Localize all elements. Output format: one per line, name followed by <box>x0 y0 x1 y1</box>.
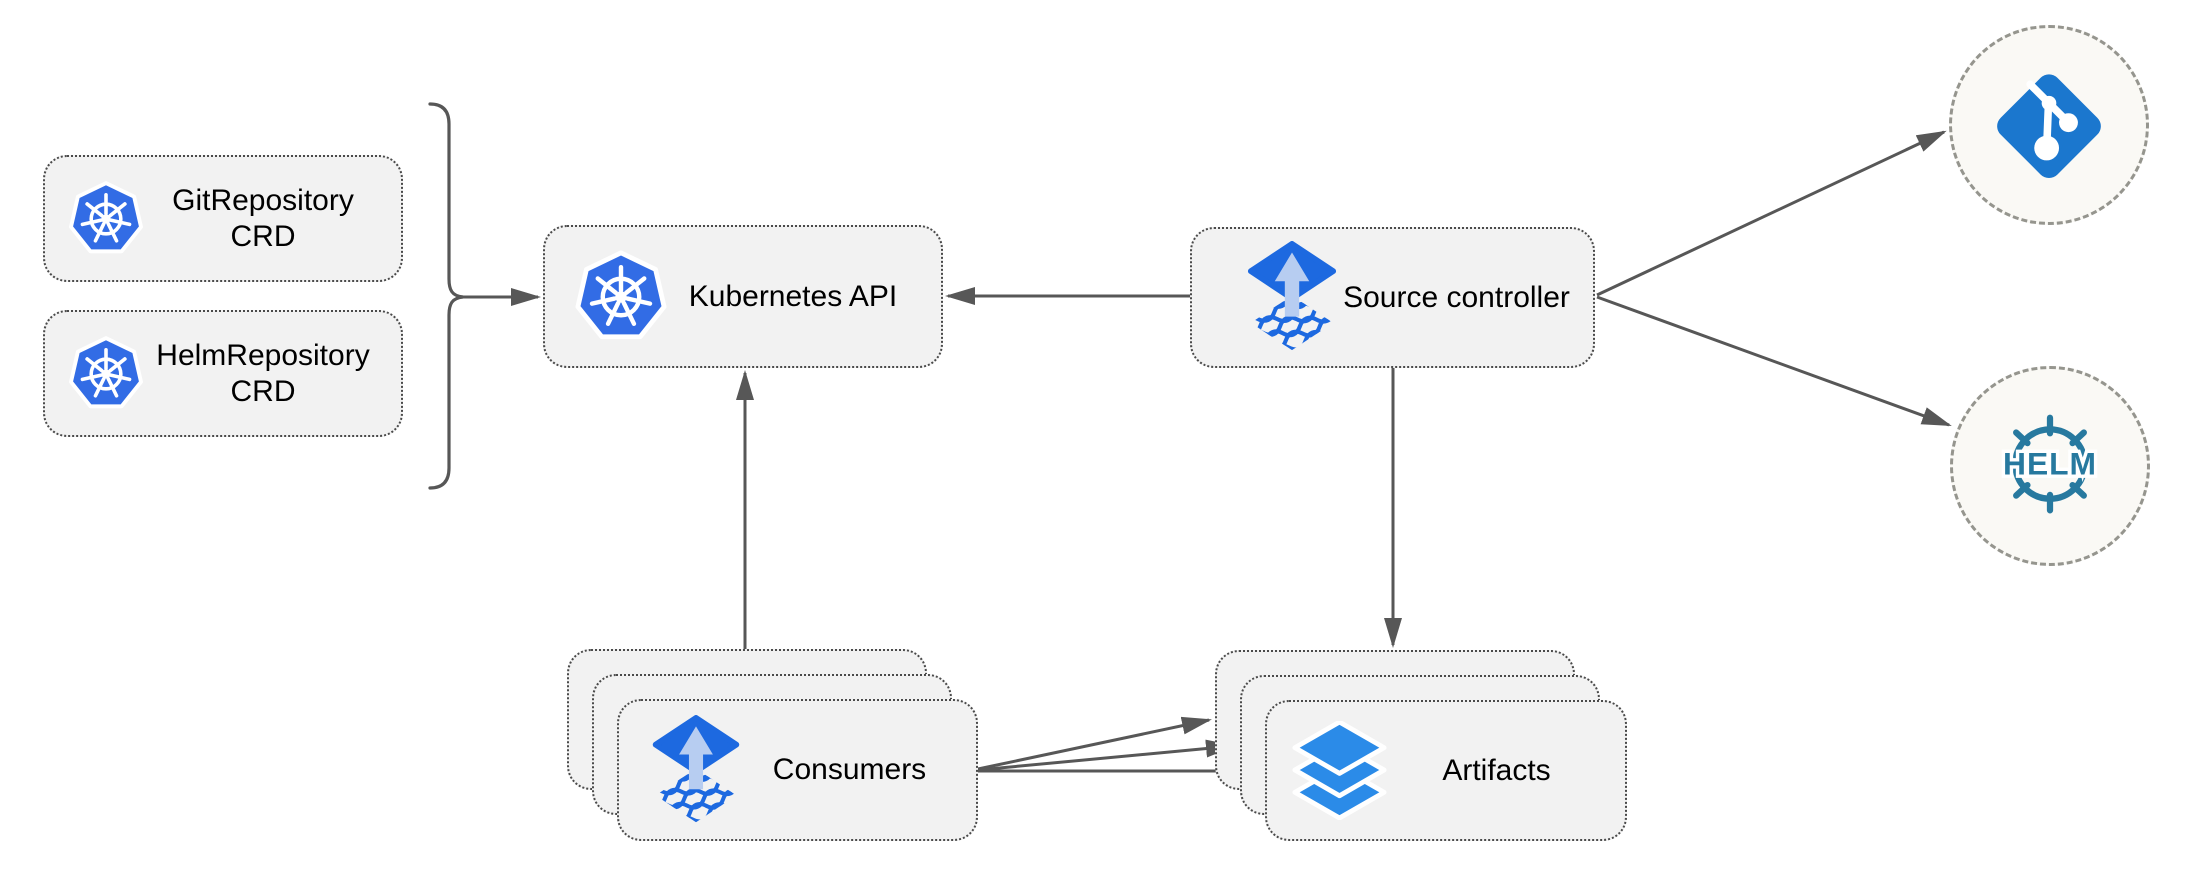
node-consumers: Consumers <box>617 699 978 841</box>
flux-source-icon <box>649 714 743 826</box>
node-label: GitRepository CRD <box>172 184 354 253</box>
node-git-remote <box>1949 25 2149 225</box>
node-label: Source controller <box>1343 280 1570 314</box>
node-helm-repository-crd: HelmRepository CRD <box>43 310 403 437</box>
node-label: HelmRepository CRD <box>156 339 370 408</box>
edge-source-controller-to-helm <box>1596 295 1952 427</box>
git-icon <box>1990 66 2108 184</box>
helm-icon: HELM <box>1992 413 2108 519</box>
helm-logo-text: HELM <box>2003 446 2097 482</box>
node-label: Kubernetes API <box>688 279 898 313</box>
edge-source-controller-to-git <box>1596 130 1947 297</box>
node-source-controller: Source controller <box>1190 227 1595 368</box>
edge-consumers-to-artifacts-2 <box>977 739 1236 772</box>
node-helm-remote: HELM <box>1950 366 2150 566</box>
kubernetes-icon <box>67 180 145 258</box>
crd-group-brace <box>428 102 464 490</box>
layers-icon <box>1291 721 1388 820</box>
node-label: Consumers <box>772 753 927 787</box>
flux-source-icon <box>1244 241 1340 354</box>
node-artifacts: Artifacts <box>1265 700 1627 841</box>
node-label: Artifacts <box>1442 753 1551 787</box>
kubernetes-icon <box>67 335 145 413</box>
edge-consumers-to-artifacts-1 <box>977 716 1212 771</box>
kubernetes-icon <box>573 249 669 345</box>
node-git-repository-crd: GitRepository CRD <box>43 155 403 282</box>
node-kubernetes-api: Kubernetes API <box>543 225 943 368</box>
